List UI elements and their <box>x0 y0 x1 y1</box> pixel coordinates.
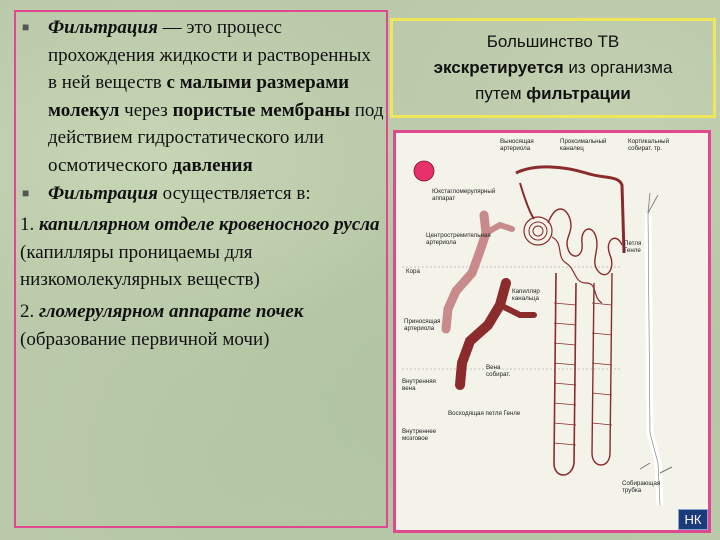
collecting-duct-top <box>647 192 659 214</box>
label-ascending-loop: Восходящая петля Генле <box>448 410 521 417</box>
label-collecting-duct: Собирающая <box>622 480 660 487</box>
efferent-vessel <box>515 165 626 254</box>
label-proximal: Проксимальный <box>560 138 607 145</box>
caption-line-1: Большинство ТВ <box>486 32 620 51</box>
caption-part: путем <box>475 84 527 103</box>
label-cortex: Кора <box>406 268 420 275</box>
bullet-definition: ■ Фильтрация — это процесс прохождения ж… <box>18 14 384 180</box>
bullet-locations: ■ Фильтрация осуществляется в: <box>18 180 384 208</box>
label-inner-vein-2: вена <box>402 385 416 392</box>
list-item-glomerular: 2. гломерулярном аппарате почек (образов… <box>18 298 384 353</box>
label-collecting-duct-2: трубка <box>622 487 642 494</box>
label-cortical: Кортикальный <box>628 138 670 145</box>
label-inner-vein: Внутренняя <box>402 378 436 385</box>
collecting-duct-outline <box>647 212 661 506</box>
caption-line-3: путем фильтрации <box>393 81 713 107</box>
label-inner-medulla-2: мозговое <box>402 435 429 442</box>
capillary-ladder <box>553 302 577 446</box>
glomerulus-coil <box>528 221 548 241</box>
vasa-recta <box>591 272 613 466</box>
list-item-glomerular-detail: (образование первичной мочи) <box>20 328 270 350</box>
square-bullet-icon: ■ <box>22 20 30 34</box>
convoluted-tubule <box>547 208 623 276</box>
vein-branch <box>497 302 537 318</box>
label-afferent-2: артериола <box>404 325 435 332</box>
label-centripetal: Центростремительная <box>426 232 491 239</box>
label-capillary-2: канальца <box>512 295 540 302</box>
collecting-duct <box>644 212 664 506</box>
square-bullet-icon: ■ <box>22 185 30 200</box>
vessel-segment <box>519 182 535 220</box>
list-number: 1. <box>20 214 39 236</box>
loop-of-henle <box>553 272 577 476</box>
caption-bold-excreted: экскретируется <box>433 58 564 77</box>
list-number: 2. <box>20 300 39 322</box>
text-panel-frame <box>14 10 388 528</box>
capillary-ladder <box>591 302 613 426</box>
label-loop-2: Генле <box>624 247 641 254</box>
definition-part: под действием гидростатического или осмо… <box>48 99 384 176</box>
caption-part: из организма <box>563 58 673 77</box>
label-efferent-2: артериола <box>500 145 531 152</box>
label-efferent: Выносящая <box>500 138 534 145</box>
artery-branch <box>483 221 515 236</box>
caption-line-2: экскретируется из организма <box>393 55 713 81</box>
capillary-loop <box>551 236 603 304</box>
label-cortical-2: собират. тр. <box>628 145 662 152</box>
label-afferent: Приносящая <box>404 318 441 325</box>
caption-box: Большинство ТВ экскретируется из организ… <box>390 18 716 118</box>
list-item-capillary-title: капиллярном отделе кровеносного русла <box>39 214 380 236</box>
definition-text: ■ Фильтрация — это процесс прохождения ж… <box>18 14 384 353</box>
label-collecting-vein: Вена <box>486 364 501 371</box>
list-item-capillary-detail: (капилляры проницаемы для низкомолекуляр… <box>20 241 260 291</box>
vein-path <box>455 278 511 390</box>
label-collecting-vein-2: собират. <box>486 371 510 378</box>
label-capillary: Капилляр <box>512 288 540 295</box>
label-juxtaglomerular: Юкстагломерулярный <box>432 188 496 195</box>
list-item-capillary: 1. капиллярном отделе кровеносного русла… <box>18 211 384 294</box>
caption-bold-filtration: фильтрации <box>526 84 631 103</box>
term-filtration: Фильтрация <box>48 182 158 204</box>
label-juxtaglomerular-2: аппарат <box>432 195 455 202</box>
term-filtration: Фильтрация <box>48 17 158 38</box>
label-inner-medulla: Внутреннее <box>402 428 437 435</box>
definition-bold-pressure: давления <box>172 154 253 176</box>
definition-bold-membranes: пористые мембраны <box>172 99 350 121</box>
label-loop: Петля <box>624 240 641 247</box>
collecting-duct-branch <box>639 462 673 474</box>
gloss-dot-icon <box>413 160 435 182</box>
locations-intro: осуществляется в: <box>157 182 311 204</box>
bowman-capsule <box>523 216 553 246</box>
list-item-glomerular-title: гломерулярном аппарате почек <box>39 300 304 322</box>
definition-part: через <box>119 99 173 121</box>
nav-button[interactable]: НК <box>678 509 708 530</box>
label-centripetal-2: артериола <box>426 239 457 246</box>
label-proximal-2: каналец <box>560 145 584 152</box>
definition-part: — это процесс прохождения жидкости и рас… <box>48 17 371 94</box>
definition-bold-small-molecules: с малыми размерами молекул <box>48 72 350 121</box>
glomerulus-coil <box>532 225 544 237</box>
